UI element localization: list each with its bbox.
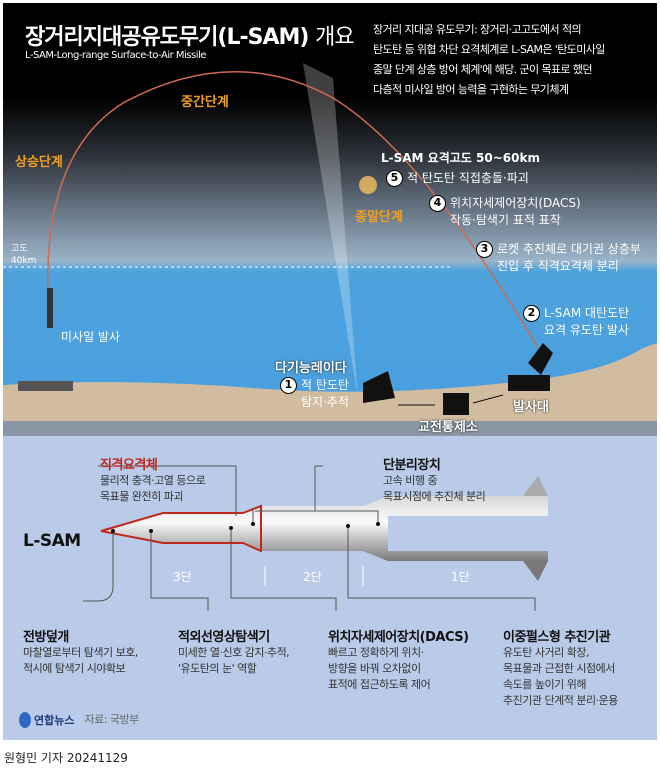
missile-body [101, 496, 548, 561]
missile-launch-label: 미사일 발사 [61, 330, 121, 344]
command-post-label: 교전통제소 [418, 420, 478, 435]
launcher-shape [508, 375, 550, 391]
page-title: 장거리지대공유도무기(L-SAM) 개요 [25, 25, 355, 50]
stage-3: 3단 [173, 570, 192, 584]
subtitle: L-SAM-Long-range Surface-to-Air Missile [25, 50, 206, 61]
byline: 원형민 기자 20241129 [4, 751, 128, 765]
command-post-shape [443, 393, 469, 415]
ground-band [3, 421, 657, 436]
missile-name: L-SAM [23, 531, 81, 551]
kill-vehicle-outline [100, 504, 262, 553]
infographic: 장거리지대공유도무기(L-SAM) 개요 L-SAM-Long-range Su… [3, 3, 657, 740]
phase-terminal: 종말단계 [355, 210, 403, 225]
enemy-missile [47, 288, 53, 328]
missile-diagram [83, 465, 548, 611]
ground [3, 343, 657, 428]
impact-flash [359, 176, 377, 194]
radar-beam [303, 63, 358, 398]
phase-midcourse: 중간단계 [181, 95, 229, 110]
radar-label: 다기능레이다 [275, 361, 347, 376]
launcher-canister [528, 343, 553, 375]
yonhap-logo-icon [19, 712, 31, 728]
radar-shape [363, 371, 395, 403]
launcher-label: 발사대 [513, 400, 549, 415]
arrow-command-to-launcher [472, 394, 504, 404]
intercept-altitude: L-SAM 요격고도 50~60km [381, 151, 540, 165]
footer-credits: 연합뉴스 자료: 국방부 [19, 712, 139, 728]
yonhap-logo: 연합뉴스 [19, 712, 74, 728]
enemy-launcher [18, 381, 73, 391]
stage-2: 2단 [303, 570, 322, 584]
fin-top [523, 476, 548, 496]
stage-1: 1단 [451, 570, 470, 584]
phase-ascent: 상승단계 [15, 155, 63, 170]
trajectory-scene: 장거리지대공유도무기(L-SAM) 개요 L-SAM-Long-range Su… [3, 3, 657, 436]
fin-bottom [523, 561, 548, 581]
source: 자료: 국방부 [84, 713, 139, 726]
